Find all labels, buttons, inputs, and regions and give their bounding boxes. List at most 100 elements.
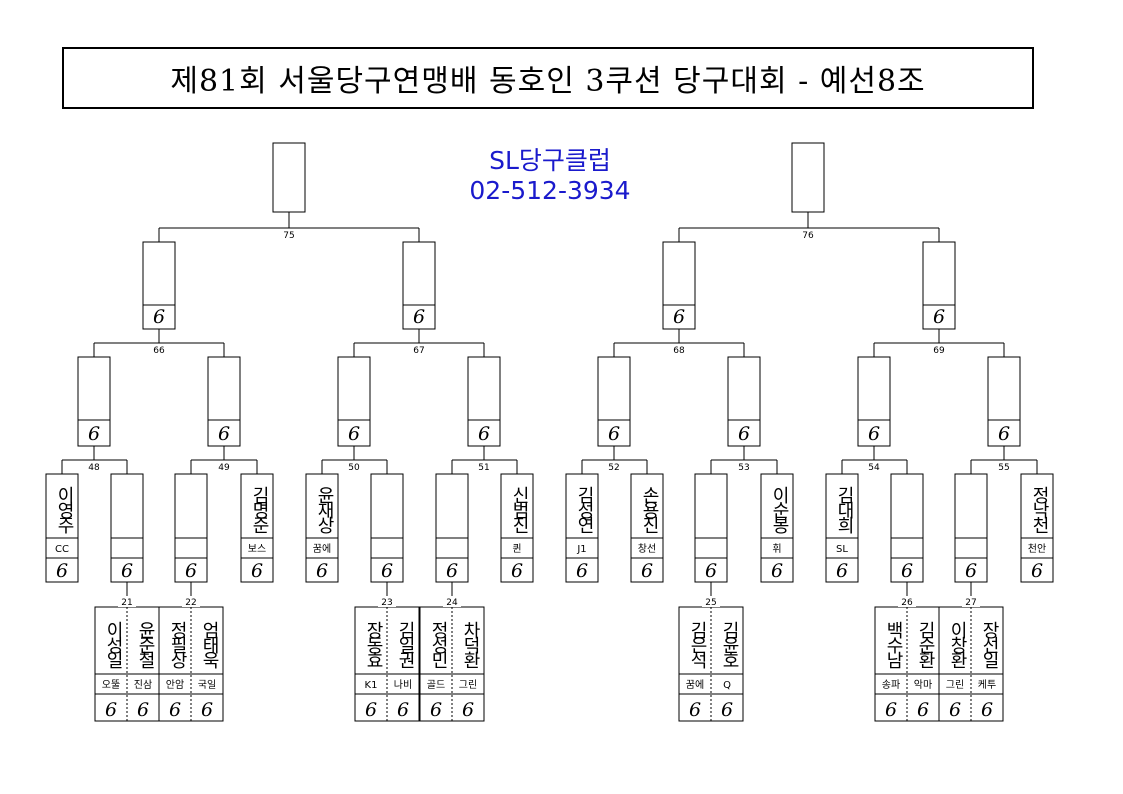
qualifier-slot [370,473,404,583]
round-slot [337,356,371,447]
club-info: SL당구클럽 02-512-3934 [440,146,660,206]
player-name: 손용진 [639,486,659,531]
round-slot [922,241,956,330]
slot-mark: 6 [218,423,230,445]
match-number: 49 [218,463,230,473]
final-slot [272,142,306,213]
player-name: 신범진 [509,486,529,531]
label-bg [443,596,461,607]
player-name: 윤준철 [135,621,155,666]
slot-mark: 6 [430,699,442,721]
slot-mark: 6 [738,423,750,445]
match-number: 27 [965,598,976,608]
club-phone: 02-512-3934 [469,176,631,205]
player-slot [1020,473,1054,583]
round-slot [727,356,761,447]
qualifier-slot [174,473,208,583]
slot-mark: 6 [105,699,117,721]
slot-mark: 6 [901,560,913,582]
player-name: 김윤호 [719,621,739,666]
slot-mark: 6 [348,423,360,445]
player-club: 진삼 [134,679,152,691]
match-number: 68 [673,346,685,356]
player-club: 골드 [427,679,445,691]
qualifier-slot [890,473,924,583]
round-slot [402,241,436,330]
player-name: 장동효 [363,621,383,666]
slot-mark: 6 [981,699,993,721]
round-slot [467,356,501,447]
slot-mark: 6 [88,423,100,445]
qualifier-slot [435,473,469,583]
slot-mark: 6 [673,306,685,328]
slot-mark: 6 [121,560,133,582]
player-club: J1 [576,544,586,555]
match-number: 22 [185,598,196,608]
player-club: 국일 [198,679,216,691]
player-club: 악마 [914,679,932,691]
match-number: 76 [802,231,814,241]
player-club: K1 [365,680,378,691]
match-number: 23 [381,598,392,608]
player-club: 보스 [248,543,266,555]
player-slot [825,473,859,583]
player-club: 창선 [638,543,656,555]
player-name: 김순환 [915,621,935,666]
player-name: 김성연 [574,486,594,531]
player-club: 꿈에 [686,679,704,691]
slot-mark: 6 [446,560,458,582]
player-slot [500,473,534,583]
slot-mark: 6 [705,560,717,582]
qualifier-slot [954,473,988,583]
slot-mark: 6 [608,423,620,445]
slot-mark: 6 [771,560,783,582]
slot-mark: 6 [641,560,653,582]
player-name: 김일권 [395,621,415,666]
player-club: 안암 [166,679,184,691]
match-number: 52 [608,463,619,473]
slot-mark: 6 [56,560,68,582]
player-name: 김대희 [834,486,854,531]
match-number: 25 [705,598,716,608]
slot-mark: 6 [137,699,149,721]
slot-mark: 6 [413,306,425,328]
club-name: SL당구클럽 [489,146,611,175]
label-bg [702,596,720,607]
player-name: 백수남 [883,621,903,666]
player-club: Q [723,680,731,691]
slot-mark: 6 [868,423,880,445]
round-slot [207,356,241,447]
match-number: 54 [868,463,880,473]
slot-mark: 6 [201,699,213,721]
player-name: 정필상 [167,621,187,666]
player-name: 이순봉 [769,486,789,531]
player-club: 꿈에 [313,543,331,555]
round-slot [77,356,111,447]
slot-mark: 6 [397,699,409,721]
player-slot [630,473,664,583]
slot-mark: 6 [478,423,490,445]
label-bg [182,596,200,607]
player-name: 김명준 [249,486,269,531]
final-slot [791,142,825,213]
match-number: 55 [998,463,1009,473]
player-slot [760,473,794,583]
slot-mark: 6 [965,560,977,582]
player-name: 정성민 [428,621,448,666]
player-club: 휘 [772,543,781,555]
slot-mark: 6 [169,699,181,721]
player-slot [240,473,274,583]
match-number: 26 [901,598,913,608]
player-name: 이성일 [103,621,123,666]
label-bg [898,596,916,607]
player-name: 엄태욱 [199,621,219,666]
slot-mark: 6 [153,306,165,328]
label-bg [378,596,396,607]
round-slot [857,356,891,447]
slot-mark: 6 [836,560,848,582]
slot-mark: 6 [949,699,961,721]
slot-mark: 6 [917,699,929,721]
slot-mark: 6 [251,560,263,582]
player-club: 케투 [978,679,996,691]
